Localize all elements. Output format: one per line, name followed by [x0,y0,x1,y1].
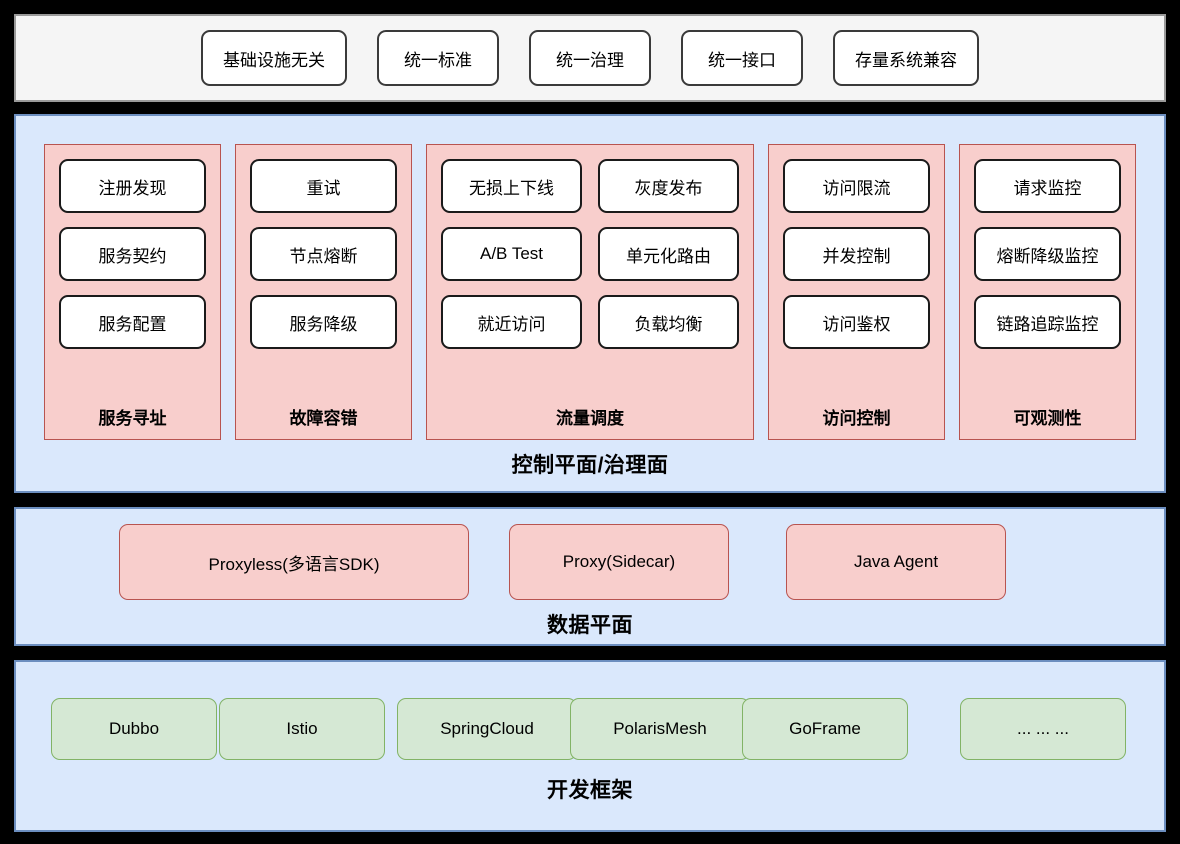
data-plane-layer: Proxyless(多语言SDK) Proxy(Sidecar) Java Ag… [14,507,1166,646]
capability-box: 重试 [250,159,397,213]
capability-box: 节点熔断 [250,227,397,281]
framework-layer-title: 开发框架 [547,779,633,802]
principles-band: 基础设施无关 统一标准 统一治理 统一接口 存量系统兼容 [14,14,1166,102]
capability-groups: 注册发现 服务契约 服务配置 服务寻址 重试 节点熔断 服务降级 故障容错 无损… [44,144,1136,440]
capability-group-items: 请求监控 熔断降级监控 链路追踪监控 [974,159,1121,393]
capability-group-items: 注册发现 服务契约 服务配置 [59,159,206,393]
capability-box: 服务契约 [59,227,206,281]
capability-box: 请求监控 [974,159,1121,213]
principle-box: 基础设施无关 [201,30,347,86]
capability-group-observability: 请求监控 熔断降级监控 链路追踪监控 可观测性 [959,144,1136,440]
framework-box-springcloud: SpringCloud [397,698,577,760]
capability-box: 服务降级 [250,295,397,349]
capability-box: 链路追踪监控 [974,295,1121,349]
capability-group-fault-tolerance: 重试 节点熔断 服务降级 故障容错 [235,144,412,440]
principle-box: 统一接口 [681,30,803,86]
capability-group-items: 无损上下线 灰度发布 A/B Test 单元化路由 就近访问 负载均衡 [441,159,739,393]
capability-box: 注册发现 [59,159,206,213]
capability-box: 灰度发布 [598,159,739,213]
capability-group-service-addressing: 注册发现 服务契约 服务配置 服务寻址 [44,144,221,440]
framework-boxes: Dubbo Istio SpringCloud PolarisMesh GoFr… [16,698,1164,760]
data-plane-box-java-agent: Java Agent [786,524,1006,600]
principle-box: 存量系统兼容 [833,30,979,86]
framework-box-istio: Istio [219,698,385,760]
capability-group-items: 重试 节点熔断 服务降级 [250,159,397,393]
capability-box: 单元化路由 [598,227,739,281]
framework-layer: Dubbo Istio SpringCloud PolarisMesh GoFr… [14,660,1166,832]
data-plane-title: 数据平面 [547,614,633,637]
control-plane-title: 控制平面/治理面 [511,454,669,477]
capability-box: 服务配置 [59,295,206,349]
framework-box-more: ... ... ... [960,698,1126,760]
framework-box-polarismesh: PolarisMesh [570,698,750,760]
capability-group-title: 故障容错 [289,408,358,428]
capability-box: 无损上下线 [441,159,582,213]
capability-box: 访问限流 [783,159,930,213]
framework-box-goframe: GoFrame [742,698,908,760]
capability-group-title: 服务寻址 [98,408,167,428]
capability-box: 就近访问 [441,295,582,349]
capability-group-title: 可观测性 [1013,408,1082,428]
data-plane-boxes: Proxyless(多语言SDK) Proxy(Sidecar) Java Ag… [16,524,1164,600]
capability-group-access-control: 访问限流 并发控制 访问鉴权 访问控制 [768,144,945,440]
capability-box: 访问鉴权 [783,295,930,349]
control-plane-layer: 注册发现 服务契约 服务配置 服务寻址 重试 节点熔断 服务降级 故障容错 无损… [14,114,1166,493]
capability-group-items: 访问限流 并发控制 访问鉴权 [783,159,930,393]
capability-box: 并发控制 [783,227,930,281]
capability-box: 熔断降级监控 [974,227,1121,281]
capability-box: 负载均衡 [598,295,739,349]
capability-box: A/B Test [441,227,582,281]
capability-group-traffic-scheduling: 无损上下线 灰度发布 A/B Test 单元化路由 就近访问 负载均衡 流量调度 [426,144,754,440]
principle-box: 统一标准 [377,30,499,86]
framework-box-dubbo: Dubbo [51,698,217,760]
data-plane-box-proxy-sidecar: Proxy(Sidecar) [509,524,729,600]
capability-group-title: 流量调度 [556,408,624,428]
data-plane-box-proxyless: Proxyless(多语言SDK) [119,524,469,600]
capability-group-title: 访问控制 [822,408,891,428]
principle-box: 统一治理 [529,30,651,86]
